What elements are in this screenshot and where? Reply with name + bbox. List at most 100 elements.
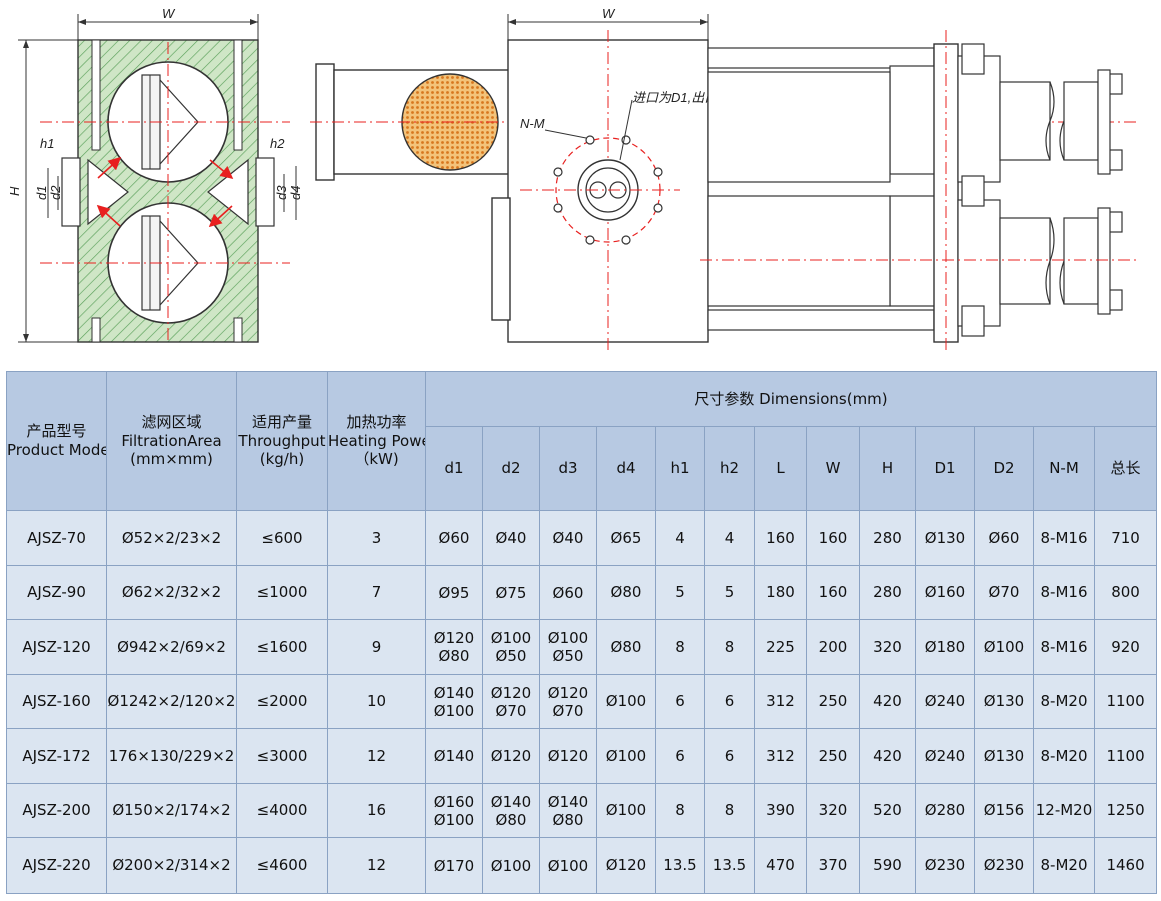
right-elevation-view: W N-M 进口为D1,出口为D2: [310, 6, 1140, 350]
left-section-view: W H h: [7, 6, 303, 343]
cell-line: Ø160: [433, 792, 475, 811]
cell-area: Ø200×2/314×2: [106, 837, 237, 894]
left-h-label: H: [7, 186, 22, 196]
cell-line: Ø80: [552, 810, 584, 829]
cell-l: 160: [754, 510, 807, 566]
cell-d1: Ø130: [915, 510, 975, 566]
cell-h2: 8: [704, 619, 755, 675]
cell-d2: Ø40: [482, 510, 540, 566]
cell-d1: Ø170: [425, 837, 483, 894]
cell-w: 250: [806, 728, 860, 784]
cell-d3: Ø100: [539, 837, 597, 894]
header-dim-d4: d4: [596, 426, 656, 511]
cell-model: AJSZ-120: [6, 619, 107, 675]
header-model-zh: 产品型号: [26, 422, 87, 441]
cell-total: 1460: [1093, 837, 1158, 894]
cell-throughput: ≤4600: [236, 837, 328, 894]
cell-d4: Ø100: [596, 783, 656, 838]
spec-table: 产品型号 Product Mode 滤网区域 FiltrationArea (m…: [6, 371, 1158, 894]
cell-throughput: ≤1000: [236, 565, 328, 620]
cell-d1: Ø95: [425, 565, 483, 620]
cell-area: Ø1242×2/120×2: [106, 674, 237, 729]
cell-model: AJSZ-172: [6, 728, 107, 784]
cell-d4: Ø80: [596, 619, 656, 675]
cell-d2: Ø100: [482, 837, 540, 894]
cell-h2: 5: [704, 565, 755, 620]
cell-area: 176×130/229×2: [106, 728, 237, 784]
cell-d1: Ø60: [425, 510, 483, 566]
cell-l: 225: [754, 619, 807, 675]
cell-throughput: ≤1600: [236, 619, 328, 675]
header-throughput-zh: 适用产量: [251, 412, 312, 431]
cell-model: AJSZ-220: [6, 837, 107, 894]
cell-nm: 8-M16: [1033, 510, 1095, 566]
cell-d4: Ø65: [596, 510, 656, 566]
cell-d2: Ø130: [974, 674, 1034, 729]
cell-h: 320: [859, 619, 916, 675]
h2-label: h2: [270, 136, 285, 151]
cell-throughput: ≤4000: [236, 783, 328, 838]
cell-line: Ø100: [547, 629, 589, 647]
cell-d2: Ø130: [974, 728, 1034, 784]
header-area-en: FiltrationArea: [121, 431, 222, 450]
cell-h1: 6: [655, 674, 705, 729]
cell-h2: 8: [704, 783, 755, 838]
cell-power: 7: [327, 565, 426, 620]
cell-d2: Ø60: [974, 510, 1034, 566]
cell-d1: Ø180: [915, 619, 975, 675]
cell-area: Ø62×2/32×2: [106, 565, 237, 620]
cell-line: Ø100: [490, 629, 532, 647]
cell-w: 320: [806, 783, 860, 838]
header-throughput-en: Throughput: [238, 431, 326, 450]
cell-line: Ø120: [547, 747, 589, 765]
cell-line: Ø70: [552, 701, 584, 720]
cell-h: 420: [859, 674, 916, 729]
header-dim-h1: h1: [655, 426, 705, 511]
cell-l: 390: [754, 783, 807, 838]
cell-d2: Ø75: [482, 565, 540, 620]
cell-h: 520: [859, 783, 916, 838]
cell-h: 420: [859, 728, 916, 784]
cell-total: 710: [1093, 510, 1158, 566]
cell-d4: Ø80: [596, 565, 656, 620]
cell-d1: Ø240: [915, 728, 975, 784]
technical-drawing: W H h: [7, 6, 1140, 350]
cell-total: 1100: [1093, 674, 1158, 729]
cell-h: 280: [859, 510, 916, 566]
h1-label: h1: [40, 136, 54, 151]
cell-d4: Ø100: [596, 674, 656, 729]
cell-power: 10: [327, 674, 426, 729]
cell-h1: 8: [655, 783, 705, 838]
cell-throughput: ≤600: [236, 510, 328, 566]
cell-line: Ø50: [552, 647, 584, 665]
cell-nm: 12-M20: [1033, 783, 1095, 838]
cell-line: Ø80: [495, 810, 527, 829]
cell-line: Ø120: [433, 629, 475, 647]
cell-line: Ø140: [547, 792, 589, 811]
right-w-label: W: [602, 6, 616, 21]
cell-d3: Ø40: [539, 510, 597, 566]
cell-l: 470: [754, 837, 807, 894]
header-power-zh: 加热功率: [346, 412, 407, 431]
cell-line: Ø60: [438, 529, 470, 547]
header-dim-total: 总长: [1093, 426, 1158, 511]
cell-d4: Ø100: [596, 728, 656, 784]
cell-line: Ø40: [552, 529, 584, 547]
cell-power: 9: [327, 619, 426, 675]
cell-nm: 8-M16: [1033, 565, 1095, 620]
cell-d1: Ø140: [425, 728, 483, 784]
d3-label: d3: [274, 185, 289, 200]
cell-line: Ø40: [495, 529, 527, 547]
cell-line: Ø100: [433, 810, 475, 829]
cell-w: 370: [806, 837, 860, 894]
header-area: 滤网区域 FiltrationArea (mm×mm): [106, 371, 237, 511]
cell-d1: Ø230: [915, 837, 975, 894]
cell-l: 180: [754, 565, 807, 620]
cell-h: 280: [859, 565, 916, 620]
cell-h2: 6: [704, 728, 755, 784]
cell-throughput: ≤3000: [236, 728, 328, 784]
cell-d3: Ø120: [539, 728, 597, 784]
